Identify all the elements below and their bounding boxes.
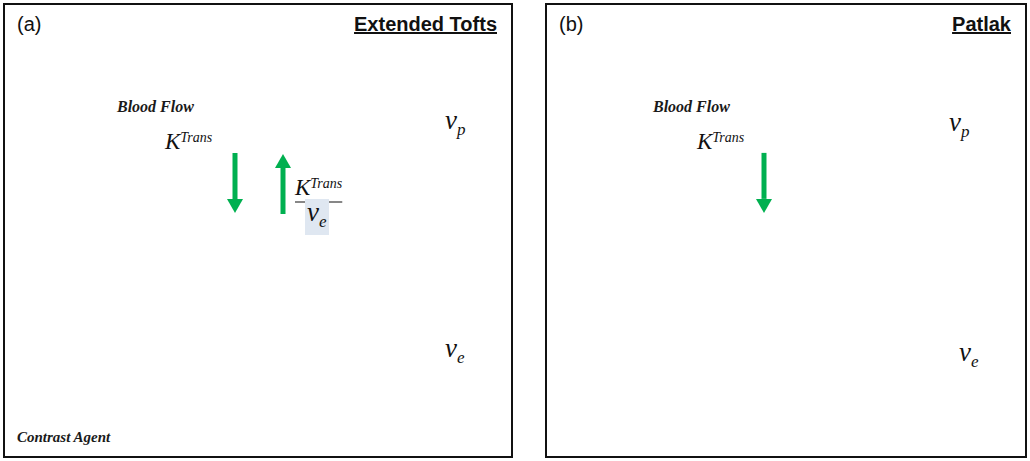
flow-label: Blood Flow bbox=[117, 98, 194, 116]
fraction-denominator: ve bbox=[305, 199, 329, 235]
transfer-arrow bbox=[275, 154, 291, 214]
model-panel: (a) Extended Tofts vp ve Blood Flow veContras… bbox=[3, 3, 513, 458]
volume-symbol: vp bbox=[949, 109, 969, 145]
transfer-arrow bbox=[227, 153, 243, 213]
callout-label: Contrast Agent bbox=[17, 429, 110, 446]
region-shape bbox=[5, 5, 511, 456]
rate-label: KTrans bbox=[165, 125, 212, 155]
panel-title: Extended Tofts bbox=[354, 13, 497, 36]
volume-symbol: ve bbox=[959, 339, 979, 375]
fraction-bar bbox=[295, 201, 342, 202]
rate-label: KTrans bbox=[697, 125, 744, 155]
model-panel: (b) Patlak vp ve Blood FlowKTrans bbox=[545, 3, 1027, 458]
plasma-region: vp bbox=[547, 5, 1025, 456]
volume-symbol: vp bbox=[445, 107, 465, 143]
plasma-region: vp bbox=[5, 5, 511, 456]
panel-title: Patlak bbox=[952, 13, 1011, 36]
panel-tag: (a) bbox=[17, 13, 41, 36]
region-shape bbox=[5, 5, 511, 456]
region-shape bbox=[547, 5, 1025, 456]
region-shape bbox=[547, 5, 1025, 456]
rate-label: KTrans bbox=[295, 171, 342, 201]
ees-region: ve bbox=[5, 5, 511, 456]
panel-tag: (b) bbox=[559, 13, 583, 36]
connector-layer bbox=[547, 5, 1025, 456]
transfer-arrow bbox=[756, 153, 772, 213]
ees-region: ve bbox=[547, 5, 1025, 456]
volume-symbol: ve bbox=[445, 335, 465, 371]
flow-label: Blood Flow bbox=[653, 98, 730, 116]
connector-layer bbox=[5, 5, 511, 456]
